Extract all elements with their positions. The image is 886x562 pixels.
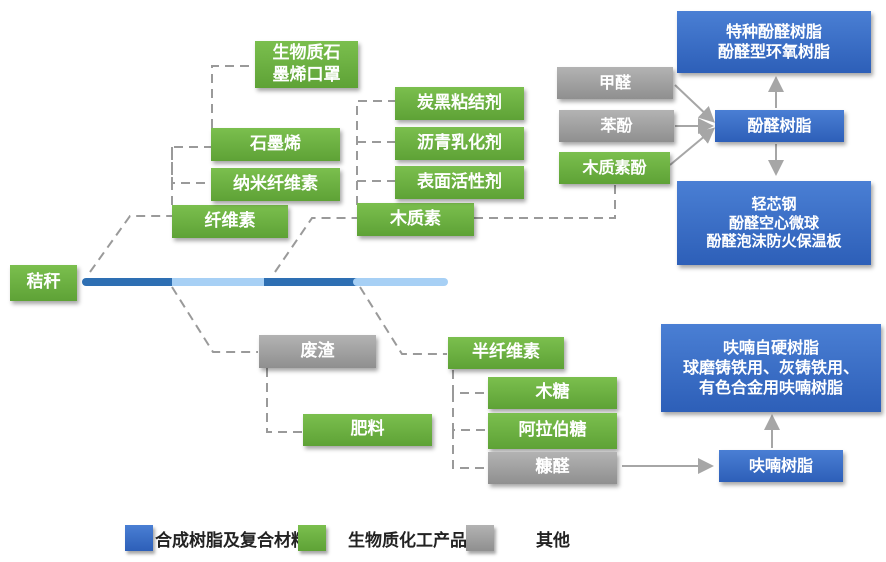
node-furan-products-line1: 呋喃自硬树脂: [722, 338, 819, 357]
legend-swatch-gray: [466, 525, 494, 551]
node-furan-resin[interactable]: 呋喃树脂: [719, 450, 843, 482]
node-graphene-mask-line2: 墨烯口罩: [272, 64, 341, 85]
node-straw[interactable]: 秸秆: [10, 265, 77, 301]
node-graphene-mask-line1: 生物质石: [272, 43, 341, 64]
node-graphene[interactable]: 石墨烯: [211, 128, 340, 161]
node-furan-products[interactable]: 呋喃自硬树脂 球磨铸铁用、灰铸铁用、 有色合金用呋喃树脂: [661, 324, 881, 412]
link-timeline-hemicellulose: [359, 286, 447, 355]
node-products-line1: 轻芯钢: [751, 194, 797, 213]
node-phenol[interactable]: 苯酚: [559, 110, 674, 142]
node-xylose-label: 木糖: [535, 382, 570, 403]
node-phenolic-resin[interactable]: 酚醛树脂: [715, 110, 844, 142]
node-furfural-label: 糠醛: [535, 457, 570, 478]
link-hemi-arabinose: [452, 393, 488, 431]
node-arabinose[interactable]: 阿拉伯糖: [488, 413, 617, 449]
legend-swatch-blue: [125, 525, 153, 551]
node-fertilizer-label: 肥料: [350, 419, 385, 440]
node-arabinose-label: 阿拉伯糖: [518, 420, 587, 441]
link-timeline-residue: [171, 286, 258, 353]
link-cellulose-nanocellulose: [171, 147, 211, 184]
node-special-phenolic-resins[interactable]: 特种酚醛树脂 酚醛型环氧树脂: [677, 11, 871, 73]
link-timeline-lignin: [274, 217, 357, 273]
node-furfural[interactable]: 糠醛: [488, 452, 617, 484]
node-lignin[interactable]: 木质素: [357, 203, 474, 236]
arrow-ligninphenol-resin: [669, 127, 716, 166]
link-cellulose-graphene: [171, 146, 211, 205]
node-products-line3: 酚醛泡沫防火保温板: [706, 232, 842, 251]
legend-item-synthetic-resin: 合成树脂及复合材料: [125, 524, 308, 552]
node-fertilizer[interactable]: 肥料: [303, 414, 432, 446]
arrow-formaldehyde-resin: [674, 84, 715, 123]
node-phenol-label: 苯酚: [600, 116, 633, 135]
node-carbon-black-binder[interactable]: 炭黑粘结剂: [395, 87, 524, 120]
node-residue-label: 废渣: [300, 340, 335, 361]
legend-label-biomass-chemical: 生物质化工产品: [348, 530, 467, 551]
node-phenolic-resin-label: 酚醛树脂: [747, 116, 812, 135]
node-products-line2: 酚醛空心微球: [728, 213, 819, 232]
node-special-resin-line2: 酚醛型环氧树脂: [717, 42, 830, 61]
link-hemi-furfural: [452, 430, 488, 469]
node-cellulose-label: 纤维素: [204, 210, 256, 231]
node-formaldehyde-label: 甲醛: [598, 73, 631, 92]
legend-item-other: 其他: [466, 524, 570, 552]
node-lignin-phenol[interactable]: 木质素酚: [559, 152, 670, 184]
node-phenolic-products[interactable]: 轻芯钢 酚醛空心微球 酚醛泡沫防火保温板: [677, 181, 871, 265]
node-surfactant-label: 表面活性剂: [417, 171, 502, 192]
node-carbon-black-binder-label: 炭黑粘结剂: [417, 92, 502, 113]
node-lignin-phenol-label: 木质素酚: [582, 158, 647, 177]
node-graphene-mask[interactable]: 生物质石 墨烯口罩: [255, 41, 358, 88]
legend-label-synthetic-resin: 合成树脂及复合材料: [155, 530, 308, 551]
node-nanocellulose-label: 纳米纤维素: [233, 173, 318, 194]
node-furan-products-line3: 有色合金用呋喃树脂: [698, 378, 843, 397]
link-lignin-binder: [356, 100, 395, 205]
node-straw-label: 秸秆: [26, 272, 61, 293]
node-furan-products-line2: 球磨铸铁用、灰铸铁用、: [682, 358, 859, 377]
node-formaldehyde[interactable]: 甲醛: [557, 67, 673, 99]
link-graphene-mask: [211, 65, 253, 128]
link-lignin-ligninphenol: [474, 185, 616, 219]
link-timeline-cellulose: [89, 215, 172, 273]
node-furan-resin-label: 呋喃树脂: [748, 456, 813, 475]
node-asphalt-emulsifier-label: 沥青乳化剂: [417, 132, 502, 153]
node-nanocellulose[interactable]: 纳米纤维素: [211, 168, 340, 201]
node-residue[interactable]: 废渣: [259, 335, 376, 368]
node-graphene-label: 石墨烯: [250, 133, 301, 154]
node-hemicellulose-label: 半纤维素: [472, 342, 540, 363]
legend-item-biomass-chemical: 生物质化工产品: [298, 524, 467, 552]
legend-swatch-green: [298, 525, 326, 551]
node-hemicellulose[interactable]: 半纤维素: [448, 337, 564, 369]
node-special-resin-line1: 特种酚醛树脂: [725, 22, 822, 41]
node-lignin-label: 木质素: [390, 208, 441, 229]
node-asphalt-emulsifier[interactable]: 沥青乳化剂: [395, 127, 524, 160]
link-hemi-xylose: [452, 370, 488, 394]
node-xylose[interactable]: 木糖: [488, 377, 617, 409]
node-surfactant[interactable]: 表面活性剂: [395, 166, 524, 199]
node-cellulose[interactable]: 纤维素: [172, 205, 288, 238]
legend-label-other: 其他: [536, 530, 570, 551]
link-residue-fertilizer: [266, 368, 303, 433]
